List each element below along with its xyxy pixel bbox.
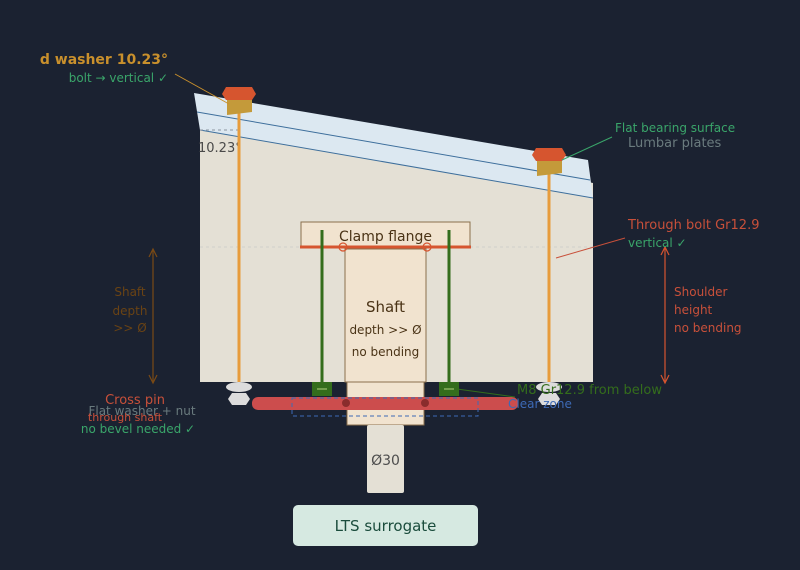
angle-label: 10.23° — [198, 141, 242, 156]
shoulder-text-3: no bending — [674, 321, 742, 335]
right-bottom-nut — [538, 393, 560, 405]
shoulder-arrowhead-bottom — [660, 374, 670, 385]
shaft-depth-label: depth >> Ø — [349, 323, 421, 337]
left-bottom-nut — [228, 393, 250, 405]
diameter-post — [367, 425, 404, 493]
left-nut — [222, 87, 256, 100]
diameter-label: Ø30 — [371, 453, 400, 469]
shaft-depth-text-2: depth — [113, 304, 148, 318]
shaft-label: Shaft — [366, 298, 405, 316]
shoulder-text-1: Shoulder — [674, 285, 728, 299]
bevel-washer-label: d washer 10.23° — [40, 52, 168, 68]
left-bevel-washer — [227, 100, 252, 115]
plate-edge-line — [199, 129, 594, 199]
m8-label: M8 Gr12.9 from below — [517, 383, 662, 398]
flange-pivot-right — [422, 242, 432, 252]
clear-zone-label: Clear zone — [508, 397, 572, 411]
left-bottom-washer — [226, 382, 252, 392]
lts-label: LTS surrogate — [335, 517, 437, 535]
right-bottom-washer — [536, 382, 562, 392]
cross-pin-hole-right — [421, 399, 429, 407]
leader-bevel-washer — [174, 73, 230, 105]
no-bevel-label: no bevel needed ✓ — [81, 422, 195, 436]
through-bolt-label: Through bolt Gr12.9 — [627, 218, 759, 233]
shaft-depth-text-1: Shaft — [114, 285, 146, 299]
cross-pin — [252, 397, 518, 410]
right-nut — [532, 148, 566, 161]
shoulder-text-2: height — [674, 303, 713, 317]
cross-pin-label: Cross pin — [105, 393, 165, 408]
clamp-flange-label: Clamp flange — [339, 229, 432, 245]
leader-flat-bearing — [561, 136, 613, 161]
shaft-depth-text-3: >> Ø — [113, 321, 146, 335]
clear-zone — [291, 397, 479, 417]
flat-bearing-label: Flat bearing surface — [615, 121, 735, 135]
through-bolt-vertical-label: vertical ✓ — [628, 236, 687, 250]
shaft-bending-label: no bending — [352, 345, 420, 359]
leader-m8 — [456, 388, 516, 398]
shaft-depth-arrowhead-bottom — [148, 374, 158, 385]
through-shaft-label: through shaft — [88, 411, 163, 424]
shaft-depth-arrowhead-top — [148, 247, 158, 258]
lumbar-plates-label: Lumbar plates — [628, 136, 722, 151]
shaft — [344, 248, 427, 383]
flat-washer-label: Flat washer + nut — [88, 404, 195, 418]
shoulder-arrowhead-top — [660, 245, 670, 256]
clamp-flange — [300, 221, 471, 248]
bolt-vertical-label: bolt → vertical ✓ — [69, 71, 168, 85]
leader-through-bolt — [555, 237, 626, 259]
cross-pin-hole-left — [342, 399, 350, 407]
right-bevel-washer — [537, 161, 562, 176]
flange-pivot-left — [338, 242, 348, 252]
plate-edge-line — [196, 111, 591, 181]
lts-surrogate — [293, 505, 478, 546]
